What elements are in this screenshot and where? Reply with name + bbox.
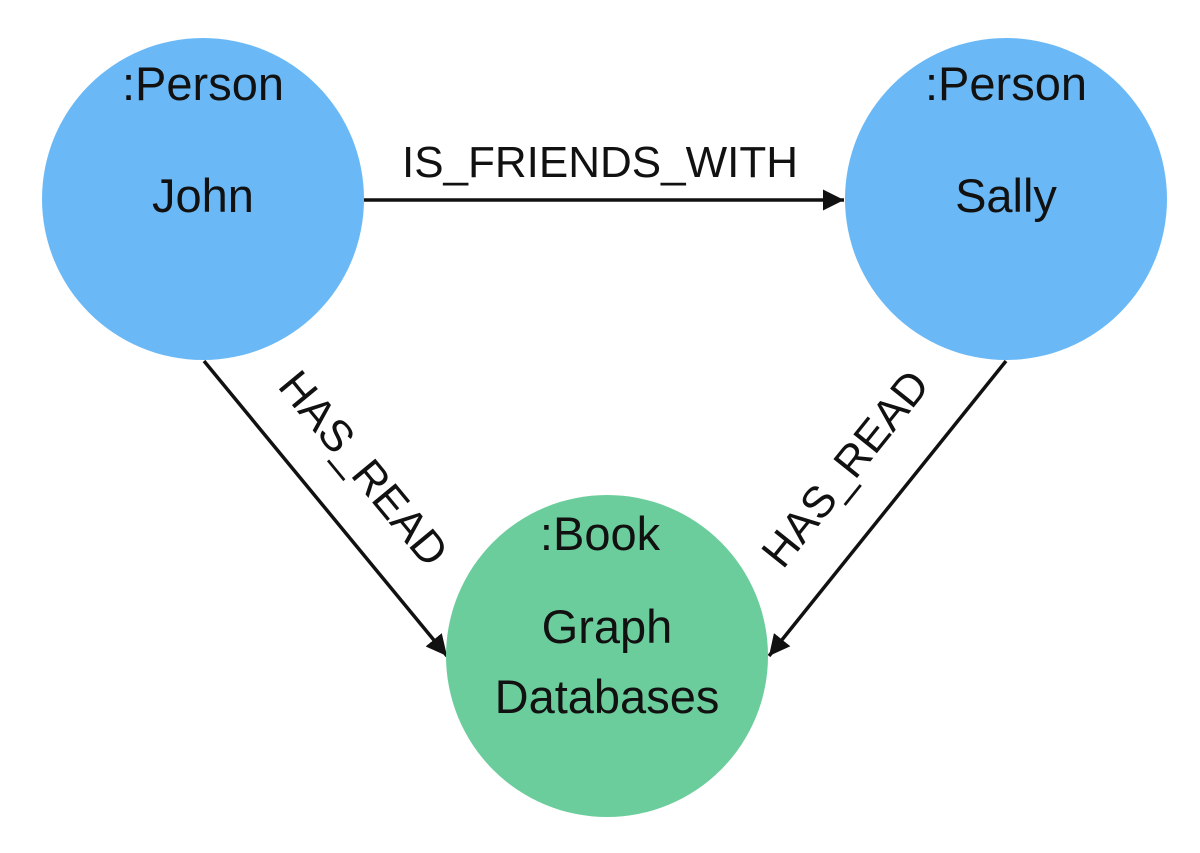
node-john-circle (42, 38, 364, 360)
edge-label-friends: IS_FRIENDS_WITH (402, 138, 798, 187)
edge-is-friends-with: IS_FRIENDS_WITH (364, 138, 844, 211)
edge-line-sally-read (767, 359, 1008, 658)
node-john-name: John (152, 169, 254, 222)
node-sally: :Person Sally (845, 38, 1167, 360)
edge-john-has-read: HAS_READ (202, 359, 458, 658)
node-book-name-line2: Databases (495, 670, 720, 723)
node-sally-name: Sally (955, 169, 1057, 222)
node-book-name-line1: Graph (542, 600, 673, 653)
node-sally-type: :Person (925, 57, 1087, 110)
node-john-type: :Person (122, 57, 284, 110)
node-john: :Person John (42, 38, 364, 360)
node-sally-circle (845, 38, 1167, 360)
edge-label-sally-read: HAS_READ (752, 361, 939, 577)
edge-label-john-read: HAS_READ (269, 362, 458, 576)
edge-line-john-read (202, 359, 449, 658)
node-book-type: :Book (540, 507, 661, 560)
edge-sally-has-read: HAS_READ (752, 359, 1008, 658)
node-book: :Book Graph Databases (446, 495, 768, 817)
node-book-circle (446, 495, 768, 817)
